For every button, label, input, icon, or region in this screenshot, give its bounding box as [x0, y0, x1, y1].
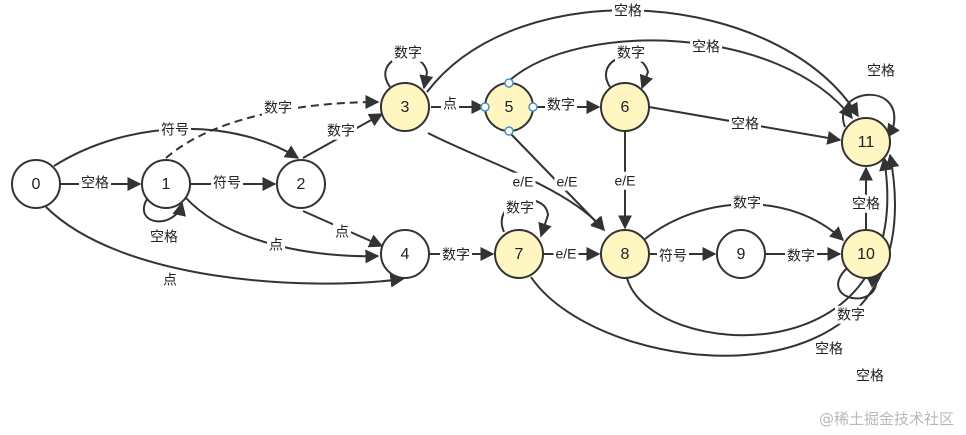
state-label-9: 9 [737, 246, 746, 263]
edge-label-3-3: 数字 [394, 45, 422, 61]
edge-label-1-3: 数字 [264, 100, 292, 116]
edge-label-bg-3-5 [441, 94, 459, 113]
state-node-4[interactable] [380, 229, 430, 279]
edge-11-11 [842, 93, 900, 139]
edge-label-7-11: 空格 [856, 368, 884, 384]
edge-label-7-7: 数字 [506, 200, 534, 216]
edge-label-8-11: 空格 [815, 341, 843, 357]
edge-label-1-4: 点 [269, 237, 283, 253]
edge-label-bg-1-2 [211, 173, 243, 192]
edge-10-10 [837, 267, 882, 300]
edge-label-bg-0-4 [161, 270, 179, 289]
edge-3-11 [426, 9, 859, 118]
edge-label-3-5: 点 [443, 96, 457, 112]
edge-label-11-11: 空格 [867, 63, 895, 79]
edge-label-bg-10-11 [850, 194, 882, 213]
edge-label-bg-4-7 [440, 245, 472, 264]
edge-label-bg-2-3 [325, 121, 357, 140]
edge-label-bg-9-10 [785, 246, 817, 265]
watermark-text: @稀土掘金技术社区 [818, 410, 954, 428]
state-label-2: 2 [297, 176, 306, 193]
state-node-7[interactable] [494, 229, 544, 279]
edge-label-8-10: 数字 [733, 195, 761, 211]
state-label-4: 4 [401, 246, 410, 263]
edge-label-bg-1-1 [148, 227, 180, 246]
state-label-5: 5 [505, 99, 514, 116]
edge-label-2-4: 点 [335, 224, 349, 240]
selection-handle-2[interactable] [528, 102, 538, 112]
edge-label-bg-5-8 [554, 172, 580, 191]
edge-label-2-3: 数字 [327, 123, 355, 139]
state-label-3: 3 [401, 99, 410, 116]
edge-label-4-7: 数字 [442, 247, 470, 263]
state-label-7: 7 [515, 246, 524, 263]
edge-label-bg-5-11 [690, 37, 722, 56]
state-node-1[interactable] [141, 159, 191, 209]
state-label-6: 6 [621, 99, 630, 116]
edge-label-10-11: 空格 [852, 196, 880, 212]
edge-7-11 [530, 153, 900, 357]
edge-label-1-1: 空格 [150, 229, 178, 245]
edge-5-11 [509, 39, 853, 120]
state-label-0: 0 [32, 176, 41, 193]
edge-label-bg-8-9 [657, 246, 689, 265]
edge-label-bg-8-11 [813, 339, 845, 358]
edge-label-bg-7-8 [553, 244, 579, 263]
edge-label-6-8: e/E [614, 173, 635, 189]
edge-label-bg-0-1 [79, 173, 111, 192]
edge-label-9-10: 数字 [787, 248, 815, 264]
edge-label-bg-3-3 [392, 43, 424, 62]
edge-label-3-8: e/E [512, 174, 533, 190]
edge-label-10-10: 数字 [837, 307, 865, 323]
selection-handle-0[interactable] [504, 78, 514, 88]
edge-1-1 [143, 198, 187, 223]
edge-label-bg-5-6 [545, 95, 577, 114]
edge-label-6-6: 数字 [617, 45, 645, 61]
state-label-11: 11 [858, 134, 875, 151]
selection-handle-1[interactable] [480, 102, 490, 112]
edge-label-bg-6-11 [729, 114, 761, 133]
edge-label-bg-6-8 [612, 171, 638, 190]
selection-handle-3[interactable] [504, 126, 514, 136]
edge-label-bg-2-4 [333, 222, 351, 241]
state-node-9[interactable] [716, 229, 766, 279]
edge-label-bg-0-2 [159, 120, 191, 139]
edge-label-0-4: 点 [163, 272, 177, 288]
edge-label-1-2: 符号 [213, 175, 241, 191]
edge-label-bg-3-11 [612, 1, 644, 20]
edge-label-0-1: 空格 [81, 175, 109, 191]
edge-label-bg-6-6 [615, 43, 647, 62]
edge-label-bg-10-10 [835, 305, 867, 324]
edge-label-5-6: 数字 [547, 97, 575, 113]
state-node-3[interactable] [380, 82, 430, 132]
state-node-10[interactable] [841, 229, 891, 279]
edge-label-5-8: e/E [556, 174, 577, 190]
edge-label-6-11: 空格 [731, 116, 759, 132]
edge-0-4 [45, 206, 405, 288]
edge-label-bg-11-11 [865, 61, 897, 80]
state-label-10: 10 [857, 246, 875, 263]
edge-label-bg-7-7 [504, 198, 536, 217]
state-node-6[interactable] [600, 82, 650, 132]
state-node-2[interactable] [276, 159, 326, 209]
edge-label-bg-7-11 [854, 366, 886, 385]
state-label-8: 8 [621, 246, 630, 263]
state-label-1: 1 [162, 176, 171, 193]
edge-label-bg-8-10 [731, 193, 763, 212]
edge-label-7-8: e/E [555, 246, 576, 262]
state-node-11[interactable] [841, 117, 891, 167]
edge-label-3-11: 空格 [614, 3, 642, 19]
state-node-0[interactable] [11, 159, 61, 209]
edge-label-bg-3-8 [510, 172, 536, 191]
state-node-8[interactable] [600, 229, 650, 279]
edge-label-8-9: 符号 [659, 248, 687, 264]
edge-label-5-11: 空格 [692, 39, 720, 55]
edge-label-bg-1-3 [262, 98, 294, 117]
edge-label-bg-1-4 [267, 235, 285, 254]
edge-label-0-2: 符号 [161, 122, 189, 138]
